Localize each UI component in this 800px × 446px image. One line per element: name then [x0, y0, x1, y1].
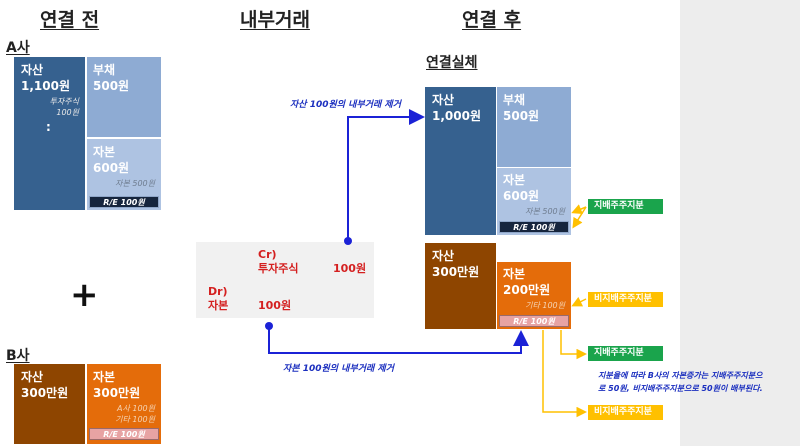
retained-earnings-bar: R/E 100원 [499, 315, 569, 327]
retained-earnings-bar: R/E 100원 [89, 428, 159, 440]
liability-value: 500원 [93, 79, 130, 93]
tag-controlling-interest-2: 지배주주지분 [588, 346, 663, 361]
asset-value: 1,100원 [21, 79, 70, 93]
consolidated-b-equity-box: 자본 200만원 기타 100원 R/E 100원 [497, 262, 571, 329]
equity-value: 600원 [503, 189, 540, 203]
asset-note-amount: 100원 [56, 108, 79, 117]
equity-note-other: 기타 100원 [525, 301, 565, 310]
retained-earnings-bar: R/E 100원 [499, 221, 569, 233]
journal-cr-label: Cr) [258, 248, 277, 261]
equity-title: 자본 [93, 145, 116, 159]
equity-elimination-arrow [265, 322, 529, 354]
company-b-equity-box: 자본 300만원 A사 100원 기타 100원 R/E 100원 [87, 364, 161, 444]
equity-note: 자본 500원 [115, 179, 155, 188]
heading-after: 연결 후 [462, 9, 522, 31]
retained-earnings-bar: R/E 100원 [89, 196, 159, 208]
company-a-liability-box: 부채 500원 [87, 57, 161, 137]
equity-value: 600원 [93, 161, 130, 175]
heading-internal: 내부거래 [240, 9, 310, 31]
allocation-explanation: 지분율에 따라 B사의 자본증가는 지배주주지분으 로 50원, 비지배주주지분… [598, 369, 788, 395]
heading-before: 연결 전 [40, 9, 100, 31]
asset-elimination-arrow [344, 109, 425, 245]
consolidated-b-asset-box: 자산 300만원 [425, 243, 496, 329]
asset-ellipsis: : [46, 120, 51, 134]
company-b-label: B사 [6, 348, 30, 364]
journal-cr-account: 투자주식 [258, 262, 299, 275]
company-b-asset-box: 자산 300만원 [14, 364, 85, 444]
equity-note: 자본 500원 [525, 207, 565, 216]
asset-value: 300만원 [432, 265, 480, 279]
explanation-line-2: 로 50원, 비지배주주지분으로 50원이 배부된다. [598, 384, 763, 393]
asset-title: 자산 [432, 249, 455, 263]
journal-dr-amount: 100원 [258, 299, 292, 312]
consolidated-equity-box: 자본 600원 자본 500원 R/E 100원 [497, 168, 571, 235]
controlling-bracket-top [571, 204, 587, 229]
consolidated-liability-box: 부채 500원 [497, 87, 571, 167]
liability-title: 부채 [503, 93, 526, 107]
equity-title: 자본 [503, 173, 526, 187]
equity-value: 300만원 [93, 386, 141, 400]
tag-controlling-interest-1: 지배주주지분 [588, 199, 663, 214]
side-panel [680, 0, 800, 446]
consolidated-label: 연결실체 [426, 55, 478, 71]
caption-equity-elimination: 자본 100원의 내부거래 제거 [283, 364, 394, 374]
asset-title: 자산 [21, 370, 44, 384]
explanation-line-1: 지분율에 따라 B사의 자본증가는 지배주주지분으 [598, 371, 763, 380]
asset-note-investment: 투자주식 [49, 97, 79, 106]
asset-title: 자산 [432, 93, 455, 107]
journal-dr-label: Dr) [208, 285, 228, 298]
asset-value: 1,000원 [432, 109, 481, 123]
consolidated-asset-box: 자산 1,000원 [425, 87, 496, 235]
company-a-equity-box: 자본 600원 자본 500원 R/E 100원 [87, 139, 161, 210]
tag-noncontrolling-interest-1: 비지배주주지분 [588, 292, 663, 307]
tag-noncontrolling-interest-2: 비지배주주지분 [588, 405, 663, 420]
re-split-lines [542, 330, 587, 418]
asset-title: 자산 [21, 63, 44, 77]
company-a-asset-box: 자산 1,100원 투자주식 100원 : [14, 57, 85, 210]
journal-dr-account: 자본 [208, 299, 229, 312]
liability-title: 부채 [93, 63, 116, 77]
journal-entry-box [196, 242, 374, 318]
equity-title: 자본 [93, 370, 116, 384]
equity-note-a: A사 100원 [116, 404, 155, 413]
caption-asset-elimination: 자산 100원의 내부거래 제거 [290, 100, 401, 110]
journal-cr-amount: 100원 [333, 262, 367, 275]
equity-note-other: 기타 100원 [115, 415, 155, 424]
equity-title: 자본 [503, 267, 526, 281]
noncontrolling-bracket-bottom [571, 296, 587, 307]
liability-value: 500원 [503, 109, 540, 123]
asset-value: 300만원 [21, 386, 69, 400]
equity-value: 200만원 [503, 283, 551, 297]
company-a-label: A사 [6, 40, 30, 56]
plus-sign: + [70, 275, 99, 315]
